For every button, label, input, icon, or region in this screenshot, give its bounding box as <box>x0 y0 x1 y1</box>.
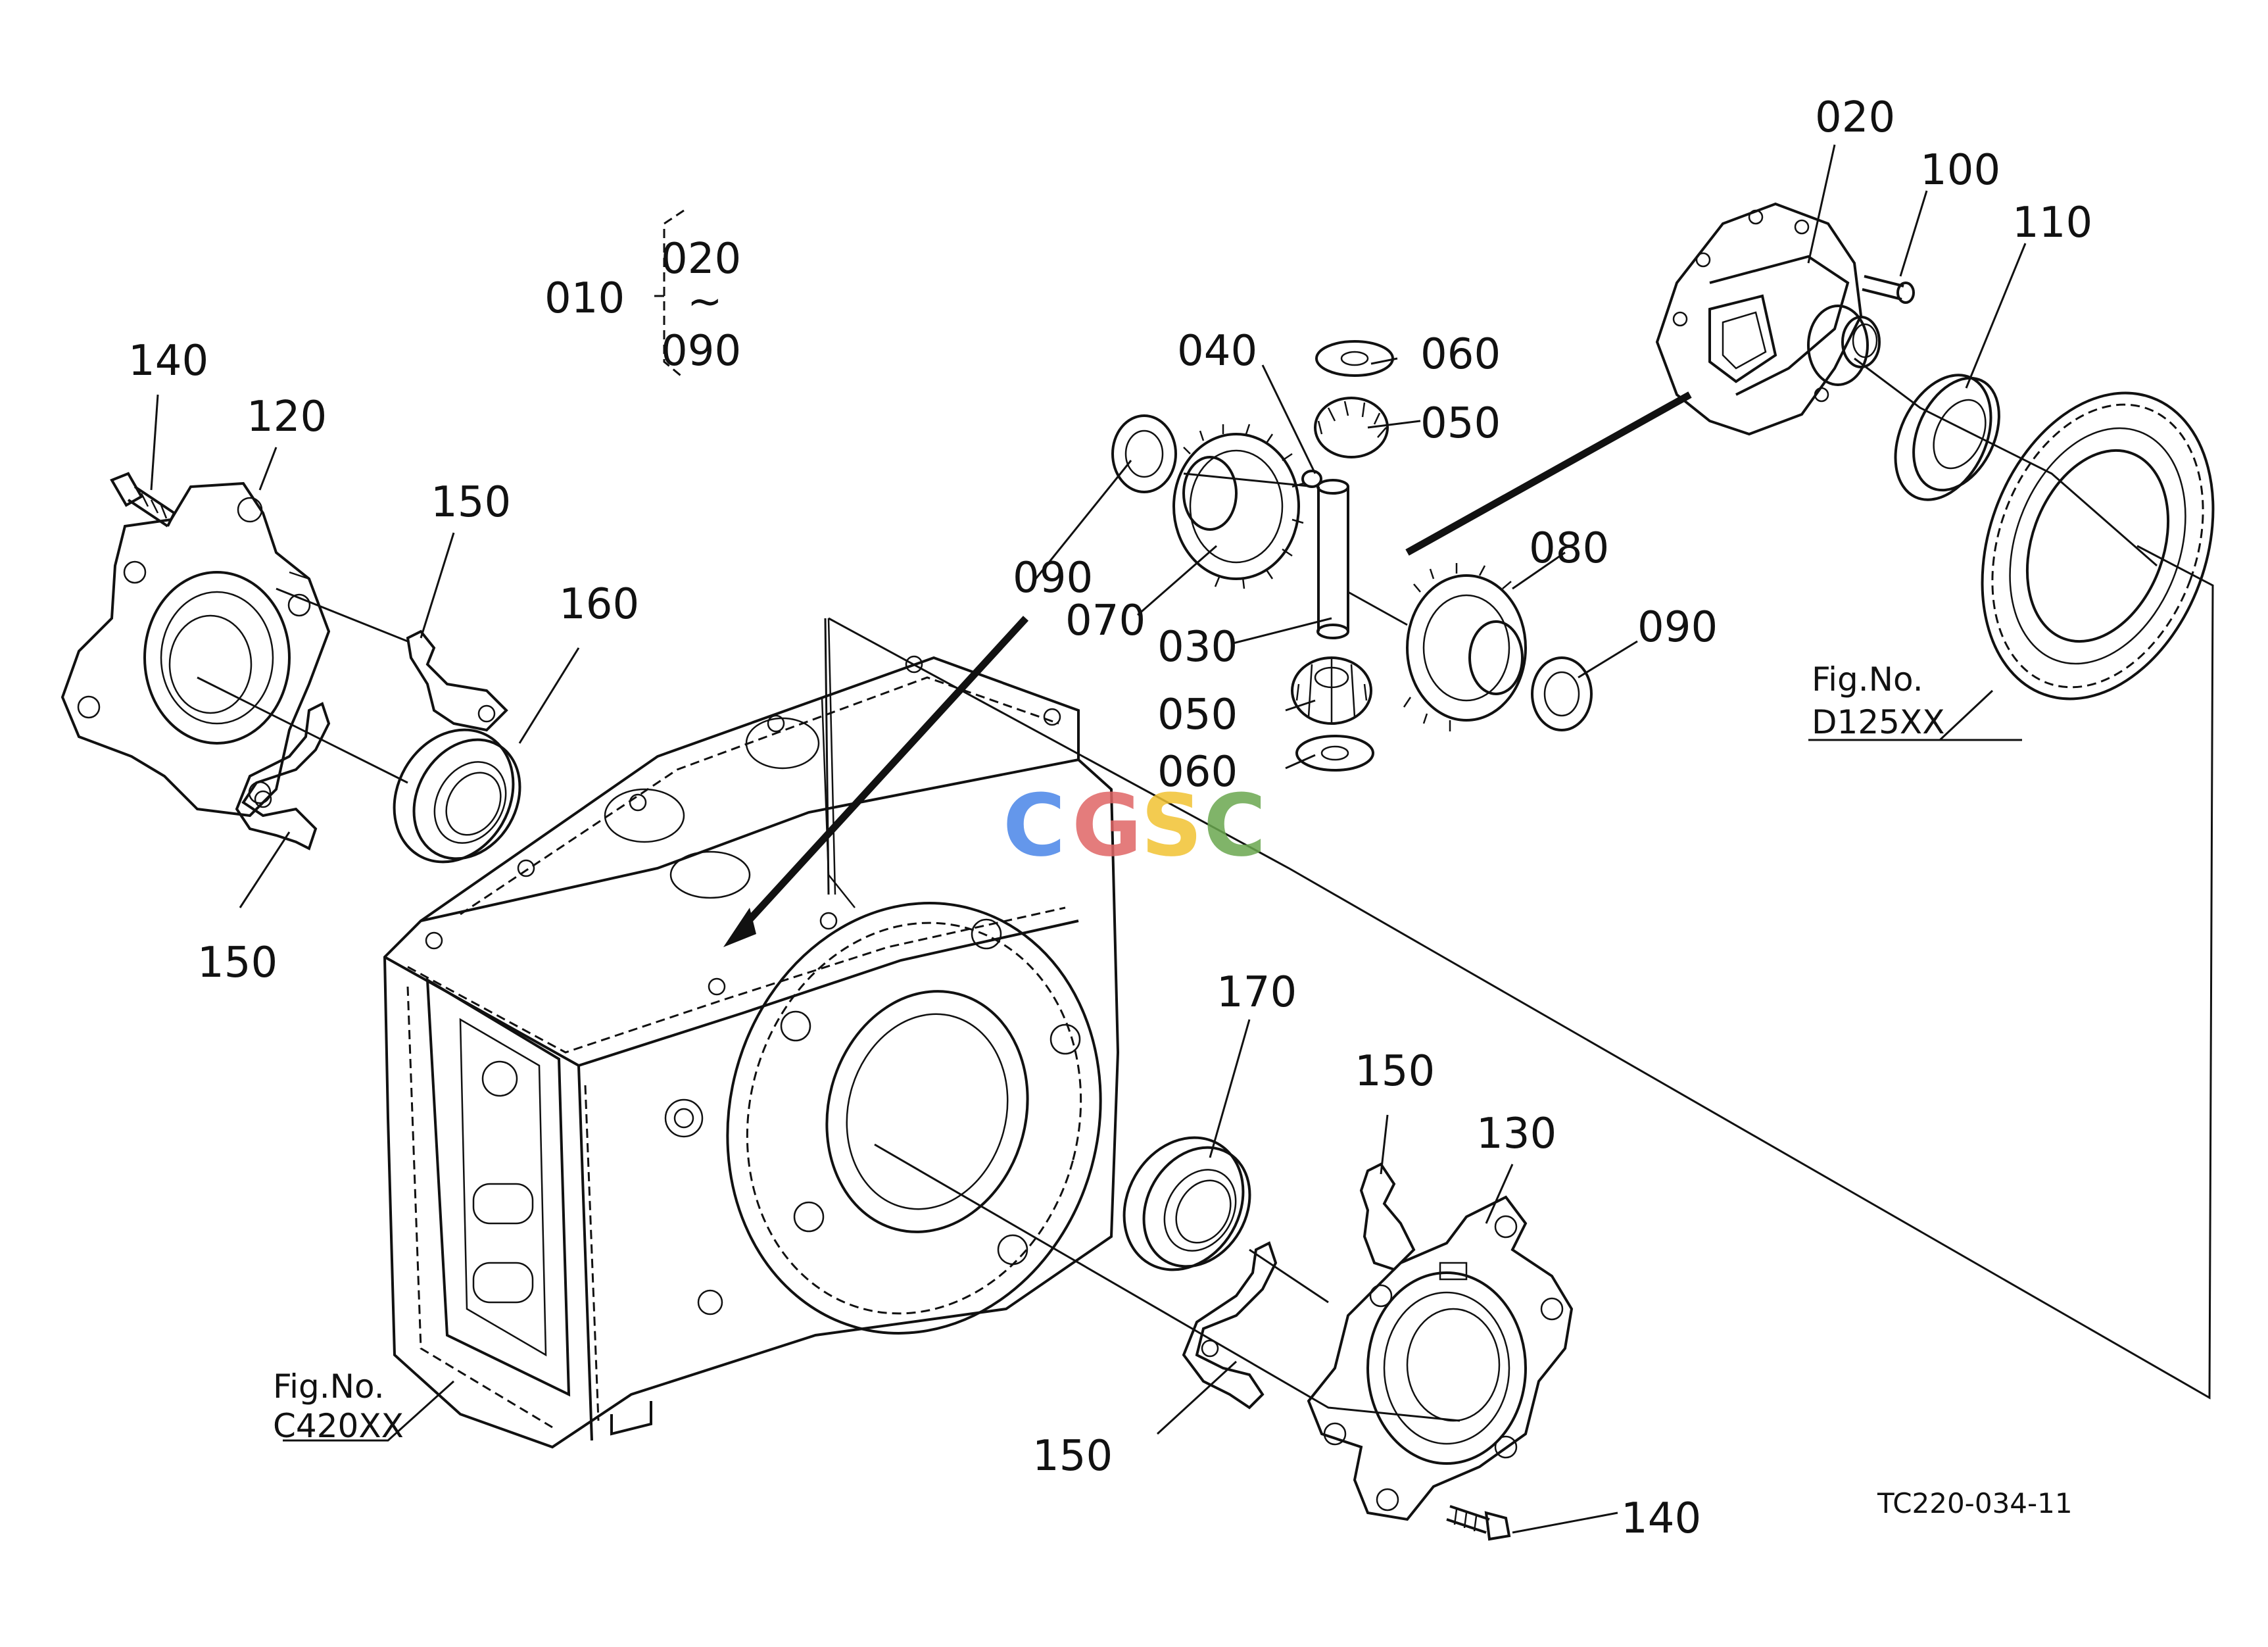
callout-080: 080 <box>1529 524 1609 573</box>
side-gear-left <box>1172 424 1304 589</box>
callout-130: 130 <box>1476 1110 1556 1158</box>
ball-bearing-110 <box>1894 374 2000 501</box>
washer-lower <box>1295 735 1374 772</box>
ball-bearing-170 <box>1122 1136 1251 1271</box>
callout-070: 070 <box>1065 597 1146 645</box>
callout-090-right: 090 <box>1637 603 1718 652</box>
svg-text:S: S <box>1141 775 1203 875</box>
circlip-lower-left <box>235 702 331 850</box>
pinion-gear-upper <box>1314 397 1389 458</box>
range-tilde: ~ <box>687 278 723 326</box>
callout-020-top: 020 <box>1815 93 1895 142</box>
callout-170: 170 <box>1217 968 1297 1017</box>
callout-060-lower: 060 <box>1157 748 1238 797</box>
ball-bearing-160 <box>393 728 521 864</box>
range-to-090: 090 <box>661 327 741 376</box>
callout-040: 040 <box>1177 327 1257 376</box>
watermark-logo: C G S C <box>1003 775 1266 875</box>
figure-ref-code: C420XX <box>273 1407 404 1445</box>
leader-lines <box>150 144 2214 1534</box>
figure-ref-d125: Fig.No. D125XX <box>1808 660 1944 741</box>
figure-ref-c420: Fig.No. C420XX <box>273 1367 404 1445</box>
bolt-upper-left <box>110 472 176 528</box>
pinion-gear-lower <box>1291 656 1372 725</box>
figure-ref-label: Fig.No. <box>1812 660 1923 699</box>
callout-140-bottom: 140 <box>1621 1494 1701 1543</box>
callout-120: 120 <box>247 393 327 441</box>
svg-text:G: G <box>1072 775 1142 875</box>
range-from-020: 020 <box>661 235 741 283</box>
circlip-lower-right-upper <box>1359 1162 1416 1271</box>
thrust-washer-left <box>1111 414 1177 493</box>
drawing-code: TC220-034-11 <box>1877 1487 2073 1519</box>
callout-050-upper: 050 <box>1420 399 1501 448</box>
callout-160: 160 <box>559 580 639 629</box>
bearing-holder-right <box>1307 1195 1574 1521</box>
callout-140-top: 140 <box>128 337 208 385</box>
callout-labels: 020 100 110 040 060 050 090 070 030 080 … <box>128 93 2092 1543</box>
svg-text:C: C <box>1203 775 1266 875</box>
differential-case <box>1655 202 1881 436</box>
callout-090-left: 090 <box>1013 554 1093 602</box>
figure-ref-code: D125XX <box>1812 703 1944 741</box>
callout-150-right: 150 <box>1355 1047 1435 1096</box>
callout-030: 030 <box>1157 623 1238 672</box>
callout-150-top: 150 <box>431 478 511 527</box>
pinion-shaft <box>1316 479 1349 639</box>
callout-150-left: 150 <box>197 939 277 987</box>
thrust-washer-right <box>1531 656 1593 731</box>
figure-ref-label: Fig.No. <box>273 1367 385 1406</box>
bolt-lower-right <box>1446 1505 1511 1541</box>
lock-bolt <box>1862 275 1915 304</box>
side-gear-right <box>1403 563 1527 731</box>
range-parent-010: 010 <box>544 274 625 323</box>
ring-gear <box>1981 391 2215 701</box>
callout-150-bottom: 150 <box>1032 1432 1113 1481</box>
callout-050-lower: 050 <box>1157 691 1238 739</box>
bearing-holder-left <box>60 481 331 818</box>
svg-text:C: C <box>1003 775 1065 875</box>
callout-060-upper: 060 <box>1420 330 1501 379</box>
callout-110: 110 <box>2012 199 2092 247</box>
washer-upper <box>1315 340 1394 377</box>
circlip-upper-left <box>406 629 508 732</box>
circlip-lower-right-lower <box>1182 1241 1278 1410</box>
callout-100: 100 <box>1920 146 2000 195</box>
transmission-case <box>383 618 1120 1449</box>
